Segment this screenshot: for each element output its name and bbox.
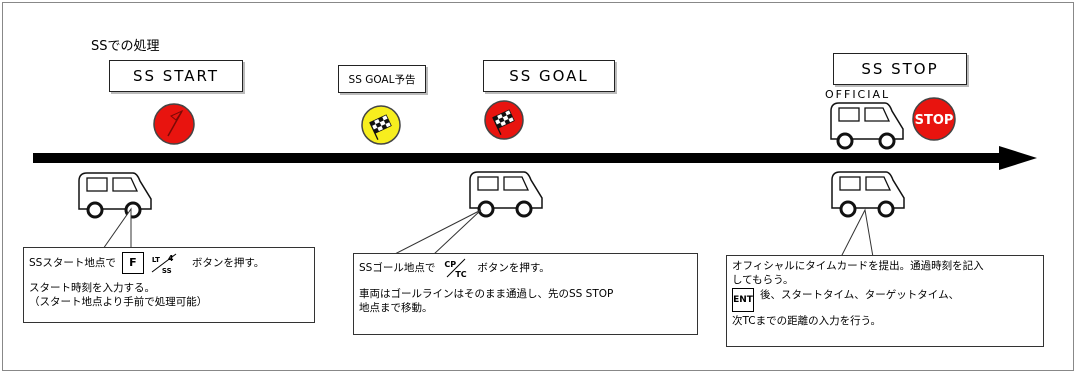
lt-key-label: LT: [151, 256, 160, 264]
ss-goal-label: SS GOAL: [483, 60, 615, 92]
stop-note-line3: 後、スタートタイム、ターゲットタイム、: [760, 289, 960, 301]
car-start-icon: [78, 172, 152, 219]
start-note: SSスタート地点で F LT 4 SS ボタンを押す。 スタート時刻を入力する。…: [23, 247, 315, 323]
start-callout-pointer: [102, 207, 132, 250]
goal-note-line1b: ボタンを押す。: [477, 262, 550, 274]
start-note-line3: （スタート地点より手前で処理可能）: [29, 296, 208, 308]
diagram-frame: SSでの処理 SS START SS GOAL予告 SS GOAL SS STO…: [2, 2, 1074, 371]
f-key-icon: F: [121, 252, 144, 274]
cp-key-label: CP: [444, 260, 457, 269]
lt-ss-key-icon: LT 4 SS: [149, 252, 178, 275]
stop-note-line1: オフィシャルにタイムカードを提出。通過時刻を記入: [732, 260, 984, 272]
goal-callout-pointer: [392, 209, 482, 256]
tc-key-label: TC: [455, 270, 467, 279]
cp-tc-key-icon: CP TC: [443, 258, 470, 279]
ent-key-label: ENT: [733, 295, 753, 305]
timeline-arrow: [33, 146, 1037, 170]
goal-checkered-flag-icon: [484, 100, 524, 140]
goal-note-line3: 地点まで移動。: [359, 302, 433, 314]
stop-note: オフィシャルにタイムカードを提出。通過時刻を記入 してもらう。 ENT 後、スタ…: [726, 255, 1044, 347]
ss-stop-label: SS STOP: [833, 53, 967, 85]
car-stop-icon: [831, 171, 905, 218]
goal-notice-checkered-flag-icon: [361, 105, 401, 145]
official-van-icon: [830, 102, 904, 150]
start-note-line1b: ボタンを押す。: [191, 257, 265, 269]
goal-note-line2: 車両はゴールラインはそのまま通過し、先のSS STOP: [359, 288, 614, 300]
ss-key-label: SS: [161, 267, 172, 275]
ent-key-icon: ENT: [732, 288, 754, 312]
goal-note: SSゴール地点で CP TC ボタンを押す。 車両はゴールラインはそのまま通過し…: [353, 253, 698, 335]
ss-start-label: SS START: [109, 60, 243, 92]
stop-sign-text: STOP: [915, 113, 954, 128]
diagram-title: SSでの処理: [91, 39, 160, 54]
start-note-line1a: SSスタート地点で: [29, 257, 116, 269]
ss-goal-notice-label: SS GOAL予告: [338, 65, 426, 93]
f-key-label: F: [129, 256, 137, 269]
lt-key-number: 4: [167, 254, 174, 263]
diagram-graphics: STOP: [33, 97, 1037, 258]
start-note-line2: スタート時刻を入力する。: [29, 282, 155, 294]
start-flag-sign-icon: [153, 103, 195, 145]
stop-note-line2: してもらう。: [732, 274, 794, 286]
stop-note-line4: 次TCまでの距離の入力を行う。: [732, 315, 881, 327]
goal-note-line1a: SSゴール地点で: [359, 262, 436, 274]
official-label: OFFICIAL: [825, 88, 891, 101]
car-goal-icon: [469, 171, 543, 218]
stop-sign-icon: STOP: [912, 97, 956, 141]
